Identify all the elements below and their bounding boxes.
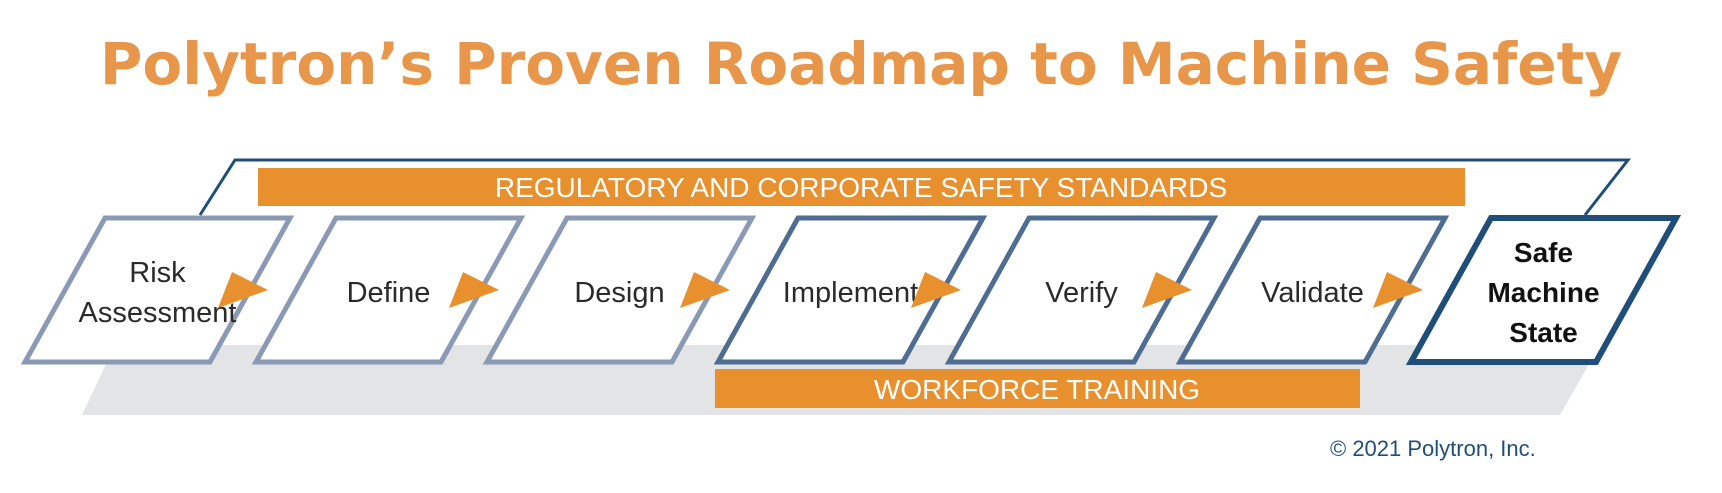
step-box [713, 215, 988, 365]
training-band-label: WORKFORCE TRAINING [874, 374, 1200, 405]
step-box [251, 215, 526, 365]
step-box [944, 215, 1219, 365]
step-box [1175, 215, 1450, 365]
training-band [715, 369, 1360, 408]
arrow-icon [911, 272, 961, 308]
arrow-icon [1373, 272, 1423, 308]
arrow-icon [449, 272, 499, 308]
step-label: State [1509, 317, 1577, 348]
standards-band [258, 168, 1465, 206]
arrow-icon [1142, 272, 1192, 308]
step-box [1405, 215, 1682, 365]
standards-band-label: REGULATORY AND CORPORATE SAFETY STANDARD… [495, 172, 1227, 203]
step-box [20, 215, 295, 365]
step-label: Machine [1487, 277, 1599, 308]
standards-frame [198, 158, 1632, 216]
step-box [482, 215, 757, 365]
step-label: Verify [1045, 277, 1118, 309]
step-label: Define [347, 277, 431, 309]
step-2: Define [251, 215, 526, 365]
step-3: Design [482, 215, 757, 365]
arrow-icon [218, 272, 268, 308]
step-6: Validate [1175, 215, 1450, 365]
step-label: Validate [1261, 277, 1364, 309]
step-5: Verify [944, 215, 1219, 365]
step-label: Implement [783, 277, 918, 309]
step-label: Safe [1514, 237, 1573, 268]
arrow-icon [680, 272, 730, 308]
step-label: Assessment [79, 297, 237, 329]
step-label: Design [574, 277, 664, 309]
page-title: Polytron’s Proven Roadmap to Machine Saf… [99, 30, 1623, 98]
step-4: Implement [713, 215, 988, 365]
step-label: Risk [129, 257, 186, 289]
copyright-text: © 2021 Polytron, Inc. [1330, 436, 1536, 461]
